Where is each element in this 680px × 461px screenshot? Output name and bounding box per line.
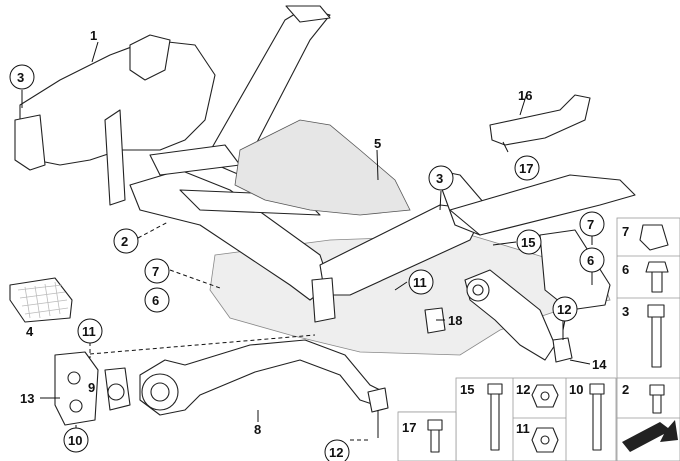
control-arm-part-8 <box>139 339 389 438</box>
callout-4: 4 <box>26 324 34 339</box>
callouts: 1 3 2 5 3 16 17 7 6 15 7 6 11 12 18 4 11… <box>9 28 607 461</box>
svg-text:6: 6 <box>152 293 159 308</box>
callout-2: 2 <box>113 228 139 254</box>
direction-arrow-icon <box>622 420 678 452</box>
bolt-15-icon <box>487 383 503 451</box>
callout-12-right: 12 <box>552 296 578 322</box>
callout-18: 18 <box>448 313 462 328</box>
callout-3-left: 3 <box>9 64 35 90</box>
svg-text:5: 5 <box>374 136 381 151</box>
callout-6-right: 6 <box>579 247 605 273</box>
callout-9: 9 <box>88 380 95 395</box>
svg-text:7: 7 <box>622 224 629 239</box>
svg-text:14: 14 <box>592 357 607 372</box>
svg-text:7: 7 <box>587 217 594 232</box>
svg-text:11: 11 <box>82 324 96 339</box>
protective-cover-part-4 <box>9 277 73 323</box>
svg-text:8: 8 <box>254 422 261 437</box>
svg-text:10: 10 <box>569 382 583 397</box>
svg-text:11: 11 <box>516 421 530 436</box>
callout-1: 1 <box>90 28 97 43</box>
callout-12-bottom: 12 <box>324 439 350 461</box>
svg-text:3: 3 <box>436 171 443 186</box>
svg-text:15: 15 <box>460 382 474 397</box>
svg-text:6: 6 <box>587 253 594 268</box>
bolt-6-icon <box>645 261 669 293</box>
callout-17: 17 <box>514 155 540 181</box>
svg-text:17: 17 <box>519 161 533 176</box>
svg-text:3: 3 <box>622 304 629 319</box>
svg-text:4: 4 <box>26 324 34 339</box>
legend-labels: 7 6 3 15 12 10 2 17 11 <box>402 224 629 436</box>
svg-text:12: 12 <box>516 382 530 397</box>
svg-text:12: 12 <box>557 302 571 317</box>
front-subframe <box>14 5 636 363</box>
svg-text:11: 11 <box>413 275 427 290</box>
svg-text:15: 15 <box>521 235 535 250</box>
bolt-17-icon <box>427 419 443 453</box>
callout-8: 8 <box>254 422 261 437</box>
svg-text:9: 9 <box>88 380 95 395</box>
svg-text:2: 2 <box>622 382 629 397</box>
callout-3-center: 3 <box>428 165 454 191</box>
svg-text:7: 7 <box>152 264 159 279</box>
bolt-2-icon <box>649 384 665 414</box>
callout-10: 10 <box>63 427 89 453</box>
callout-11-center: 11 <box>408 269 434 295</box>
svg-text:13: 13 <box>20 391 34 406</box>
callout-15: 15 <box>516 229 542 255</box>
callout-14: 14 <box>592 357 607 372</box>
bracket-part-16 <box>489 94 591 146</box>
callout-7-left: 7 <box>144 258 170 284</box>
callout-6-left: 6 <box>144 287 170 313</box>
svg-text:3: 3 <box>17 70 24 85</box>
callout-13: 13 <box>20 391 34 406</box>
bolt-10-icon <box>589 383 605 451</box>
bushing-assembly-left <box>54 351 131 426</box>
callout-11-left: 11 <box>77 318 103 344</box>
leader-lines <box>21 41 593 441</box>
callout-16: 16 <box>518 88 532 103</box>
svg-text:10: 10 <box>68 433 82 448</box>
fastener-legend <box>397 217 680 461</box>
svg-text:6: 6 <box>622 262 629 277</box>
clip-7-icon <box>639 224 669 251</box>
nut-12-icon <box>531 384 559 408</box>
svg-text:12: 12 <box>329 445 343 460</box>
nut-11-icon <box>531 427 559 453</box>
svg-text:1: 1 <box>90 28 97 43</box>
callout-5: 5 <box>374 136 381 151</box>
svg-text:16: 16 <box>518 88 532 103</box>
rubber-mount-part-18 <box>424 307 446 334</box>
callout-7-right: 7 <box>579 211 605 237</box>
svg-text:17: 17 <box>402 420 416 435</box>
svg-text:18: 18 <box>448 313 462 328</box>
svg-text:2: 2 <box>121 234 128 249</box>
bolt-3-icon <box>647 304 665 368</box>
